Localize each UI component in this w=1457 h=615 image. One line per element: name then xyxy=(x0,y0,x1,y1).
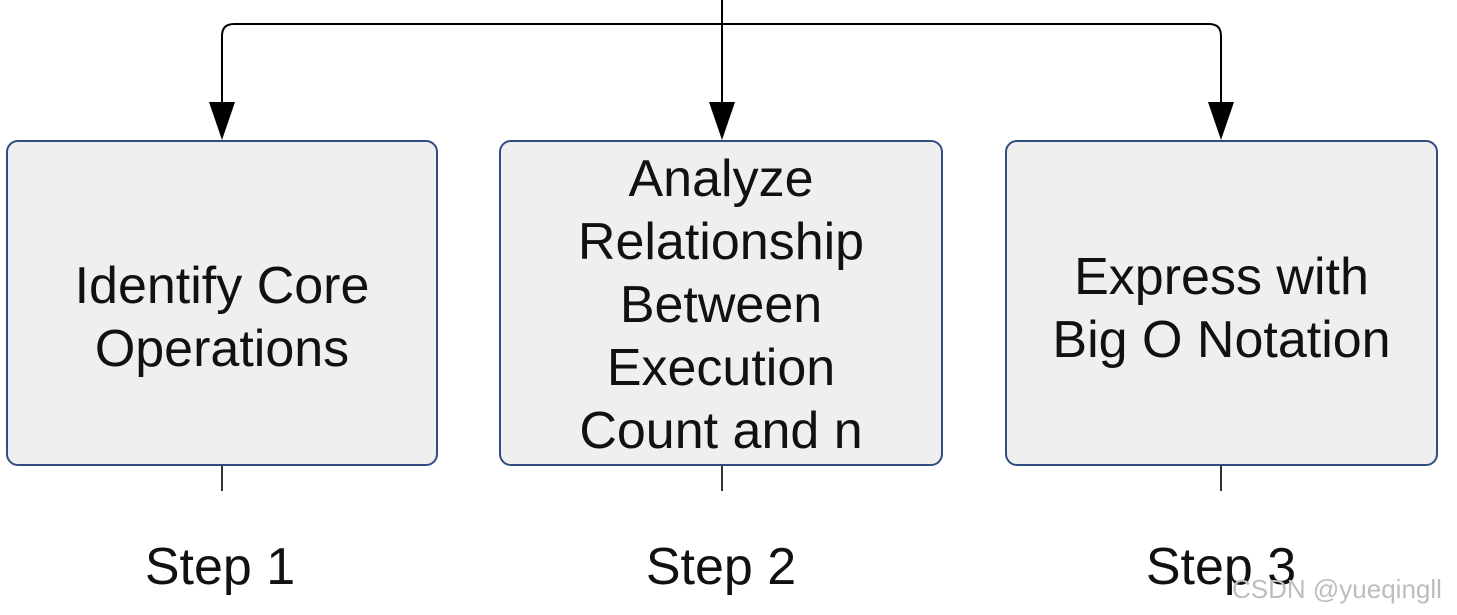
step-3-label: Step 3 xyxy=(1145,538,1297,596)
watermark: CSDN @yueqingll xyxy=(1232,574,1442,604)
branch-left-line xyxy=(221,23,722,104)
step-1-box: Identify Core Operations xyxy=(6,140,438,466)
step-2-label: Step 2 xyxy=(645,538,797,596)
step-3-box-text: Express with Big O Notation xyxy=(1052,248,1391,369)
step-1-label: Step 1 xyxy=(144,538,296,596)
step-3-box: Express with Big O Notation xyxy=(1005,140,1438,466)
branch-right-line xyxy=(722,23,1222,104)
top-branch-connector xyxy=(221,0,1222,104)
step-1-box-text: Identify Core Operations xyxy=(74,257,370,378)
step-2-box-text: Analyze Relationship Between Execution C… xyxy=(577,149,865,460)
arrowhead-step-1 xyxy=(209,102,235,140)
bottom-connectors xyxy=(221,466,1222,491)
arrowhead-step-2 xyxy=(709,102,735,140)
step-2-box: Analyze Relationship Between Execution C… xyxy=(499,140,943,466)
arrowheads xyxy=(209,102,1234,140)
arrowhead-step-3 xyxy=(1208,102,1234,140)
